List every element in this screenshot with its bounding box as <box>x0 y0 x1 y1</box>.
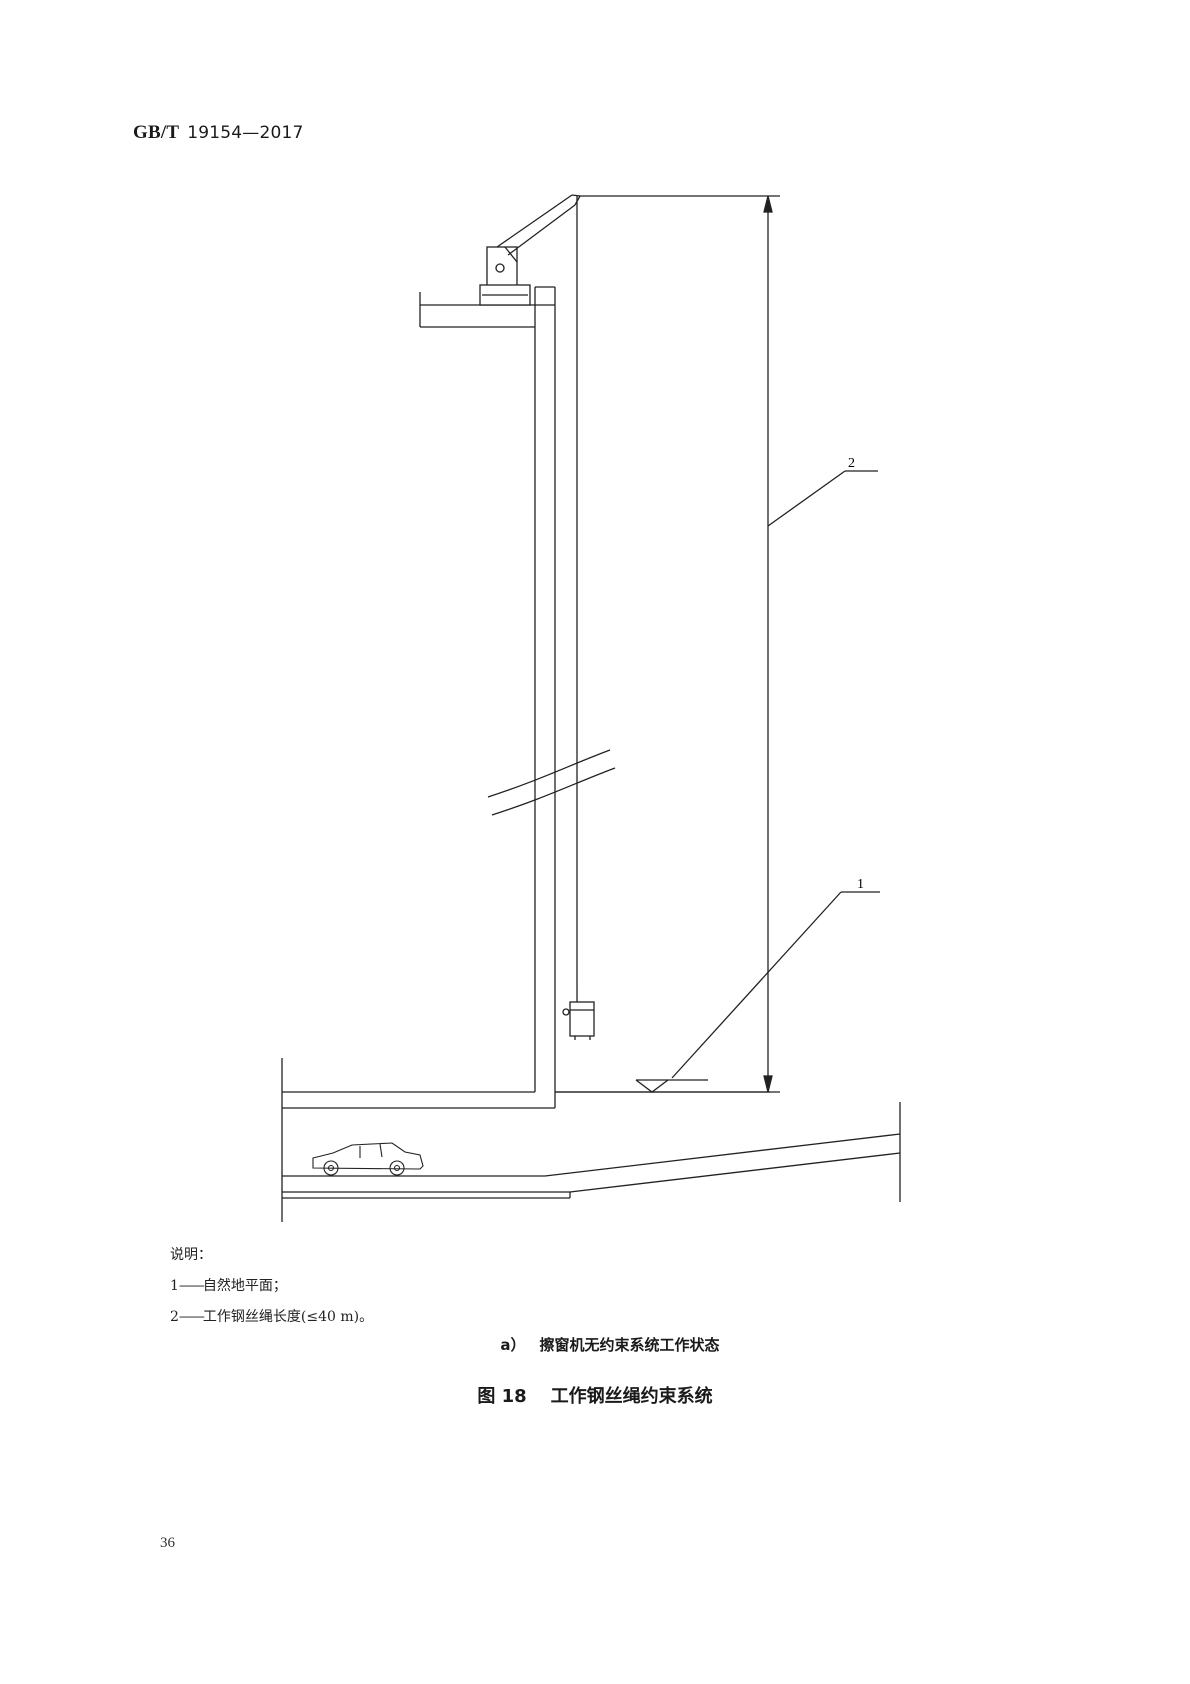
break-symbol <box>487 749 616 816</box>
figure-number: 图 18 <box>477 1386 527 1407</box>
ramp <box>282 1102 901 1202</box>
legend-item: 2——工作钢丝绳长度(≤40 m)。 <box>170 1302 373 1333</box>
building-wall <box>534 286 556 1108</box>
legend-dash: —— <box>178 1309 205 1325</box>
legend-num: 2 <box>170 1309 179 1325</box>
legend-num: 1 <box>170 1278 179 1294</box>
page-number: 36 <box>160 1535 175 1551</box>
legend-text: 自然地平面； <box>202 1278 287 1294</box>
callout-2: 2 <box>848 456 855 471</box>
dimension-line <box>555 195 780 1093</box>
car-icon <box>312 1142 424 1176</box>
figure-title: 工作钢丝绳约束系统 <box>550 1386 713 1407</box>
figure-legend: 说明： 1——自然地平面； 2——工作钢丝绳长度(≤40 m)。 <box>170 1240 373 1333</box>
ground-level-symbol <box>635 1079 708 1093</box>
bmu-machine <box>479 194 581 306</box>
gondola <box>562 985 595 1040</box>
subcaption-text: 擦窗机无约束系统工作状态 <box>539 1336 720 1354</box>
standard-code: GB/T <box>133 122 180 143</box>
figure-caption: 图 18 工作钢丝绳约束系统 <box>0 1382 1190 1408</box>
legend-title: 说明： <box>170 1247 212 1263</box>
legend-text: 工作钢丝绳长度(≤40 m)。 <box>202 1309 374 1325</box>
figure-subcaption: a） 擦窗机无约束系统工作状态 <box>0 1334 1190 1355</box>
subcaption-label: a） <box>500 1336 526 1354</box>
legend-item: 1——自然地平面； <box>170 1271 373 1302</box>
legend-dash: —— <box>178 1278 205 1294</box>
leader-line-2 <box>767 470 846 527</box>
standard-number: 19154—2017 <box>187 123 304 143</box>
leader-line-1 <box>671 891 842 1079</box>
callout-1: 1 <box>857 877 864 892</box>
page-header: GB/T 19154—2017 <box>133 122 304 144</box>
